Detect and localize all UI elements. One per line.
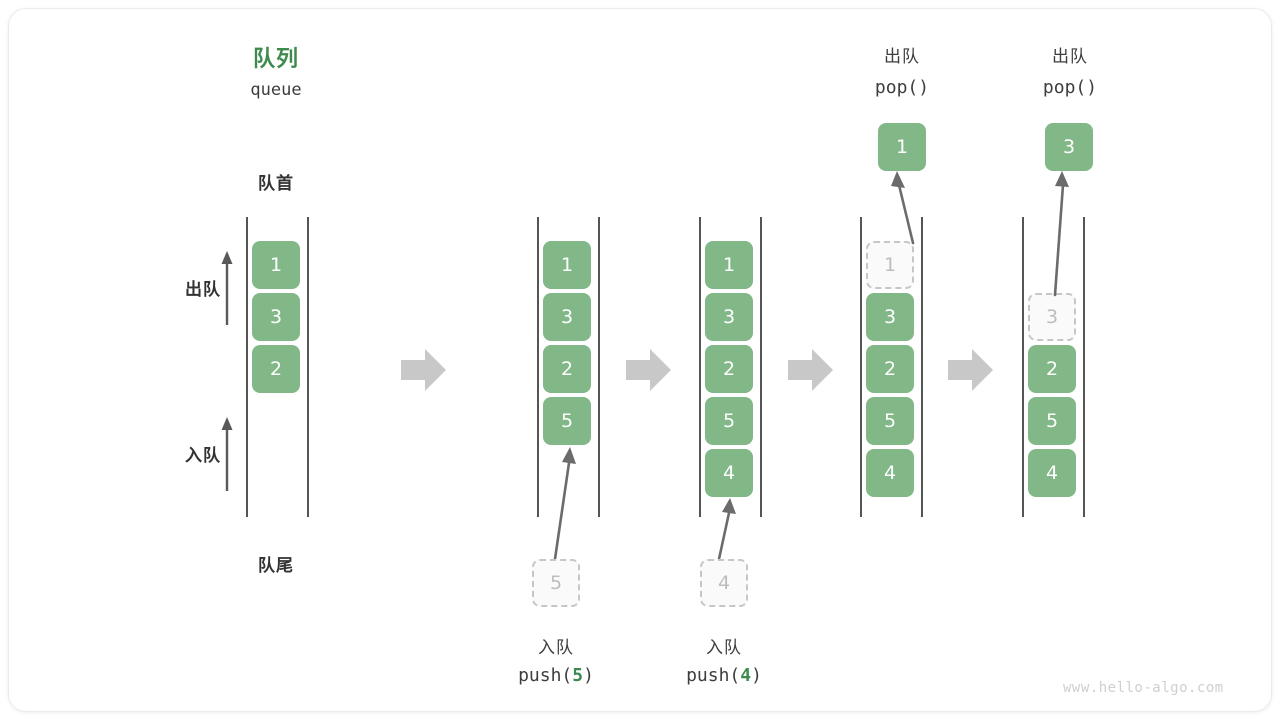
queue-cell-ghost: 1 <box>866 241 914 289</box>
queue-cell: 5 <box>705 397 753 445</box>
transition-arrow-icon <box>626 349 671 391</box>
queue-cell: 4 <box>705 449 753 497</box>
transition-arrow-icon <box>948 349 993 391</box>
diagram-card: 队列 queue 队首 队尾 出队 入队 1 3 2 1 3 2 5 <box>8 8 1272 712</box>
queue-cell: 2 <box>705 345 753 393</box>
queue-cell: 5 <box>543 397 591 445</box>
rail-left <box>246 217 248 517</box>
queue-cell: 1 <box>705 241 753 289</box>
push-4-label-cn: 入队 <box>706 638 742 658</box>
queue-cell: 4 <box>1028 449 1076 497</box>
transition-arrow-icon <box>401 349 446 391</box>
queue-cell: 3 <box>252 293 300 341</box>
pop-3-label-code: pop() <box>1042 77 1098 98</box>
push-5-label-code: push(5) <box>518 665 594 686</box>
queue-cell: 4 <box>866 449 914 497</box>
pop-3-arrow-icon <box>1053 171 1069 297</box>
diagram-title-en: queue <box>250 80 302 100</box>
rail-left <box>537 217 539 517</box>
queue-cell: 2 <box>252 345 300 393</box>
queue-cell-ghost: 3 <box>1028 293 1076 341</box>
transition-arrow-icon <box>788 349 833 391</box>
queue-cell: 5 <box>866 397 914 445</box>
queue-cell: 2 <box>866 345 914 393</box>
rear-label: 队尾 <box>258 556 294 576</box>
queue-cell: 1 <box>252 241 300 289</box>
push-5-label-cn: 入队 <box>538 638 574 658</box>
queue-cell: 3 <box>866 293 914 341</box>
push-4-label-code: push(4) <box>686 665 762 686</box>
queue-cell: 3 <box>705 293 753 341</box>
rail-right <box>598 217 600 517</box>
dequeue-side-label: 出队 <box>185 280 221 300</box>
queue-cell: 2 <box>1028 345 1076 393</box>
popped-element: 1 <box>878 123 926 171</box>
pop-1-label-code: pop() <box>874 77 930 98</box>
popped-element: 3 <box>1045 123 1093 171</box>
push-5-arrow-icon <box>553 447 576 561</box>
front-label: 队首 <box>258 174 294 194</box>
pop-1-arrow-icon <box>891 171 915 245</box>
incoming-element-ghost: 5 <box>532 559 580 607</box>
rail-right <box>921 217 923 517</box>
watermark: www.hello-algo.com <box>1063 680 1224 696</box>
queue-cell: 2 <box>543 345 591 393</box>
rail-right <box>307 217 309 517</box>
enqueue-direction-arrow-icon <box>221 417 233 491</box>
rail-left <box>1022 217 1024 517</box>
dequeue-direction-arrow-icon <box>221 251 233 325</box>
diagram-title-cn: 队列 <box>252 47 299 72</box>
rail-right <box>760 217 762 517</box>
rail-right <box>1083 217 1085 517</box>
queue-cell: 5 <box>1028 397 1076 445</box>
push-4-arrow-icon <box>717 498 736 561</box>
enqueue-side-label: 入队 <box>185 446 221 466</box>
rail-left <box>860 217 862 517</box>
pop-1-label-cn: 出队 <box>884 47 920 67</box>
rail-left <box>699 217 701 517</box>
queue-cell: 3 <box>543 293 591 341</box>
queue-cell: 1 <box>543 241 591 289</box>
incoming-element-ghost: 4 <box>700 559 748 607</box>
pop-3-label-cn: 出队 <box>1052 47 1088 67</box>
